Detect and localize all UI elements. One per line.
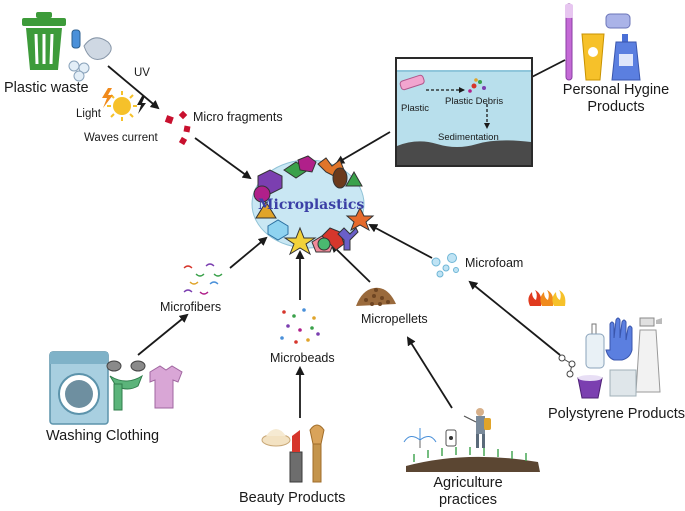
sprinkler-icon	[403, 428, 437, 448]
wash-bottle-icon	[585, 323, 605, 369]
tank-sedimentation-label: Sedimentation	[438, 132, 499, 143]
weathering-uv: UV	[134, 67, 150, 79]
plastic-waste-bin-icon	[22, 12, 66, 70]
source-washing-clothing: Washing Clothing	[46, 428, 160, 444]
weathering-light: Light	[76, 108, 101, 120]
arrow-tank-to-hub	[335, 131, 391, 165]
microbeads-label: Microbeads	[270, 351, 335, 365]
arrow-agriculture-to-micropellets	[406, 336, 453, 409]
plastic-debris-icon	[468, 78, 486, 93]
source-personal-hygiene: Personal Hygine Products	[562, 82, 670, 115]
source-polystyrene: Polystyrene Products	[548, 406, 685, 422]
hub-title: Microplastics	[258, 197, 365, 213]
arrow-fragments-to-hub	[194, 137, 252, 180]
arrow-washing-to-microfibers	[137, 313, 189, 356]
source-beauty-products: Beauty Products	[239, 490, 346, 506]
farmer-spraying-icon	[463, 408, 491, 448]
makeup-brush-icon	[309, 424, 325, 483]
scarf-icon	[109, 374, 144, 411]
agricultural-field-icon	[406, 447, 540, 472]
plastic-items-icon	[68, 29, 112, 82]
soap-dispenser-icon	[611, 34, 641, 81]
cream-jar-icon	[261, 429, 291, 447]
arrow-waste-to-fragments	[107, 65, 160, 110]
sun-icon	[107, 91, 137, 121]
microfibers-label: Microfibers	[160, 300, 222, 314]
micro-fragments-label: Micro fragments	[193, 110, 283, 124]
arrow-microfoam-to-hub	[368, 224, 433, 259]
lightning-black-icon	[137, 96, 146, 114]
molecule-icon	[558, 354, 576, 378]
micropellets-label: Micropellets	[361, 312, 428, 326]
tank-debris-label: Plastic Debris	[445, 96, 504, 107]
flames-icon	[528, 290, 566, 306]
tshirt-icon	[149, 365, 183, 409]
source-plastic-waste: Plastic waste	[4, 80, 89, 96]
spray-bottle-icon	[635, 317, 662, 393]
microfoam-bubbles-icon	[431, 253, 459, 278]
foam-tray-icon	[609, 369, 637, 397]
sunscreen-tube-icon	[581, 33, 605, 81]
micro-fragments-icon	[164, 110, 191, 146]
arrow-polystyrene-to-microfoam	[468, 280, 561, 356]
lipstick-icon	[289, 430, 303, 483]
arrow-micropellets-to-hub	[330, 243, 371, 283]
toothbrush-icon	[565, 3, 573, 81]
source-agriculture: Agriculture practices	[433, 475, 503, 508]
lightning-orange-icon	[102, 88, 113, 108]
glove-icon	[605, 317, 633, 361]
weathering-waves: Waves current	[84, 132, 158, 144]
soap-bar-icon	[605, 13, 631, 29]
shoes-icon	[106, 360, 146, 372]
purple-cup-icon	[577, 375, 603, 399]
plastic-bottle-icon	[399, 74, 425, 91]
arrow-microfibers-to-hub	[229, 236, 268, 269]
microfoam-label: Microfoam	[465, 256, 524, 270]
pesticide-bottle-icon	[445, 429, 457, 447]
washing-machine-icon	[49, 351, 109, 425]
flow-arrows	[107, 59, 566, 418]
tank-plastic-label: Plastic	[401, 103, 429, 114]
sedimentation-tank	[395, 57, 533, 167]
micropellets-pile-icon	[356, 287, 396, 306]
microplastics-hub	[251, 155, 375, 256]
microfibers-icon	[183, 263, 223, 295]
microbeads-icon	[280, 308, 320, 344]
